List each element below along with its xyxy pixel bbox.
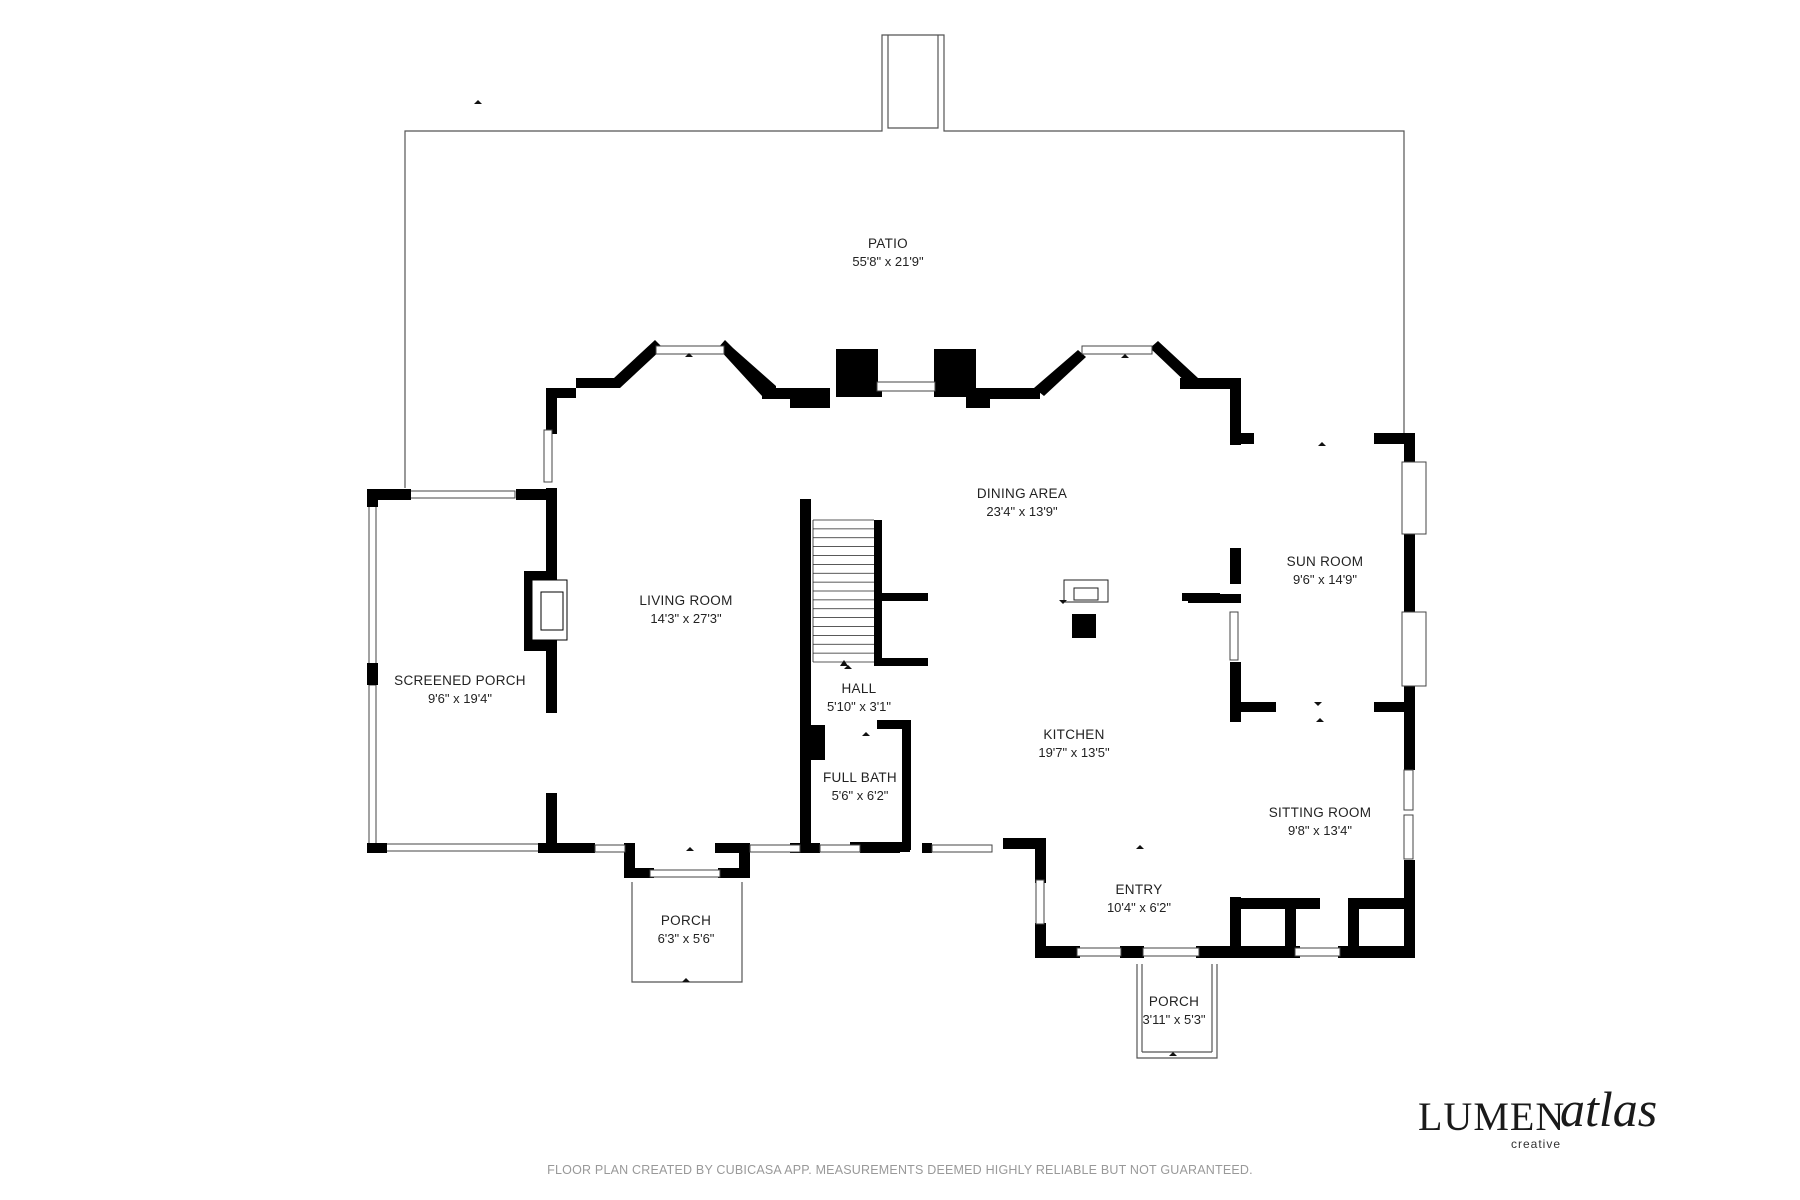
- room-label-sitting-room: SITTING ROOM 9'8" x 13'4": [1269, 805, 1372, 838]
- room-label-porch-left: PORCH 6'3" x 5'6": [658, 913, 715, 946]
- hall-name: HALL: [842, 681, 877, 696]
- living-name: LIVING ROOM: [639, 593, 732, 608]
- porch-left-dims: 6'3" x 5'6": [658, 931, 715, 946]
- brand-logo-script: atlas: [1560, 1081, 1657, 1137]
- stair-direction-arrow: [840, 660, 848, 666]
- porch-right-name: PORCH: [1149, 994, 1199, 1009]
- kitchen-fixture: [1063, 579, 1109, 638]
- entry-dims: 10'4" x 6'2": [1107, 900, 1171, 915]
- kitchen-name: KITCHEN: [1043, 727, 1104, 742]
- room-label-dining: DINING AREA 23'4" x 13'9": [977, 486, 1067, 519]
- markers: [474, 100, 1326, 1056]
- hall-dims: 5'10" x 3'1": [827, 699, 891, 714]
- brand-logo-main: LUMEN: [1418, 1094, 1565, 1139]
- room-label-living: LIVING ROOM 14'3" x 27'3": [639, 593, 732, 626]
- porch-left-name: PORCH: [661, 913, 711, 928]
- screened-porch-screens: [368, 490, 541, 852]
- sun-room-name: SUN ROOM: [1287, 554, 1364, 569]
- brand-logo-sub: creative: [1511, 1137, 1561, 1151]
- full-bath-dims: 5'6" x 6'2": [832, 788, 889, 803]
- room-label-full-bath: FULL BATH 5'6" x 6'2": [823, 770, 897, 803]
- room-label-entry: ENTRY 10'4" x 6'2": [1107, 882, 1171, 915]
- full-bath-name: FULL BATH: [823, 770, 897, 785]
- entry-name: ENTRY: [1115, 882, 1162, 897]
- room-label-kitchen: KITCHEN 19'7" x 13'5": [1038, 727, 1110, 760]
- room-label-porch-right: PORCH 3'11" x 5'3": [1142, 994, 1205, 1027]
- room-label-hall: HALL 5'10" x 3'1": [827, 681, 891, 714]
- room-label-patio: PATIO 55'8" x 21'9": [852, 236, 924, 269]
- patio-dims: 55'8" x 21'9": [852, 254, 924, 269]
- sun-room-dims: 9'6" x 14'9": [1293, 572, 1357, 587]
- living-dims: 14'3" x 27'3": [650, 611, 722, 626]
- porch-right-outline: [1136, 964, 1218, 1059]
- brand-logo: LUMEN atlas creative: [1418, 1081, 1657, 1151]
- screened-porch-name: SCREENED PORCH: [394, 673, 526, 688]
- screened-porch-dims: 9'6" x 19'4": [428, 691, 492, 706]
- room-label-sun-room: SUN ROOM 9'6" x 14'9": [1287, 554, 1364, 587]
- kitchen-dims: 19'7" x 13'5": [1038, 745, 1110, 760]
- sitting-room-dims: 9'8" x 13'4": [1288, 823, 1352, 838]
- staircase: [812, 519, 874, 666]
- fireplace: [531, 579, 568, 641]
- patio-name: PATIO: [868, 236, 908, 251]
- room-label-screened-porch: SCREENED PORCH 9'6" x 19'4": [394, 673, 526, 706]
- windows: [543, 345, 1427, 957]
- footer-disclaimer: FLOOR PLAN CREATED BY CUBICASA APP. MEAS…: [547, 1163, 1253, 1177]
- dining-dims: 23'4" x 13'9": [986, 504, 1058, 519]
- sitting-room-name: SITTING ROOM: [1269, 805, 1372, 820]
- dining-name: DINING AREA: [977, 486, 1067, 501]
- porch-right-dims: 3'11" x 5'3": [1142, 1012, 1205, 1027]
- walls: [367, 340, 1415, 958]
- patio-outline: [404, 34, 1405, 488]
